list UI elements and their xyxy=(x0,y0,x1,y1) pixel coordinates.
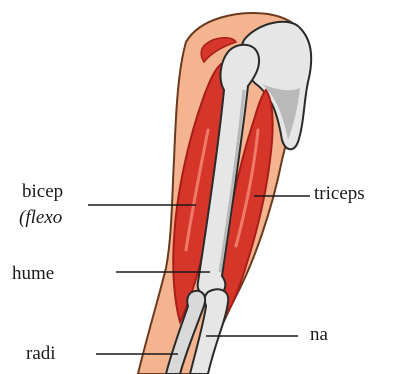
biceps-subtitle-label: (flexo xyxy=(19,208,62,227)
ulna-label: na xyxy=(310,325,328,344)
triceps-label: triceps xyxy=(314,184,365,203)
biceps-label: bicep xyxy=(22,182,63,201)
humerus-label: hume xyxy=(12,264,54,283)
radius-label: radi xyxy=(26,344,56,363)
